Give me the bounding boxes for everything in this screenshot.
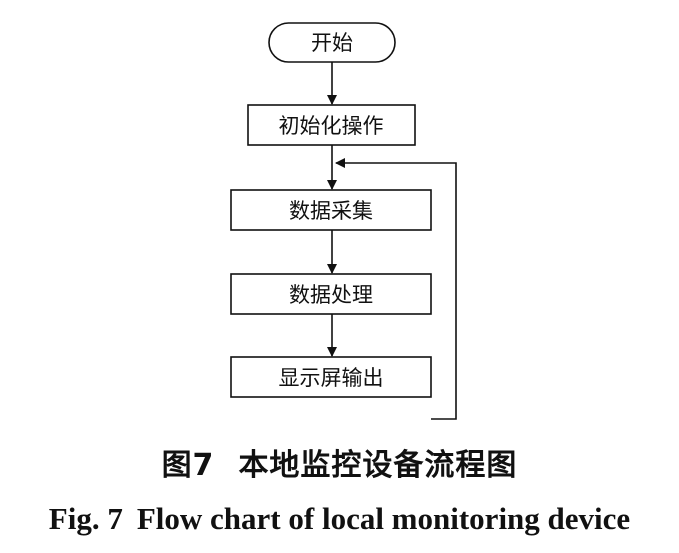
process-node-label: 数据处理: [289, 283, 373, 307]
output-node-label: 显示屏输出: [279, 366, 384, 390]
figure-title-chinese: 本地监控设备流程图: [238, 448, 518, 483]
init-node-label: 初始化操作: [279, 114, 384, 138]
collect-node-label: 数据采集: [289, 199, 373, 223]
loop-back-arrow: [335, 158, 457, 420]
figure-caption-english: Fig. 7 Flow chart of local monitoring dev…: [0, 501, 679, 537]
figure-number-chinese: 图7: [161, 448, 215, 483]
start-node: 开始: [268, 22, 396, 63]
start-node-label: 开始: [311, 31, 353, 55]
init-node: 初始化操作: [247, 104, 416, 146]
flowchart: 开始 初始化操作 数据采集 数据处理 显示屏输出: [230, 22, 457, 420]
process-node: 数据处理: [230, 273, 432, 315]
figure-number-english: Fig. 7: [48, 501, 123, 536]
figure-caption-chinese: 图7 本地监控设备流程图: [0, 440, 679, 484]
collect-node: 数据采集: [230, 189, 432, 231]
figure-title-english: Flow chart of local monitoring device: [136, 501, 631, 536]
output-node: 显示屏输出: [230, 356, 432, 398]
